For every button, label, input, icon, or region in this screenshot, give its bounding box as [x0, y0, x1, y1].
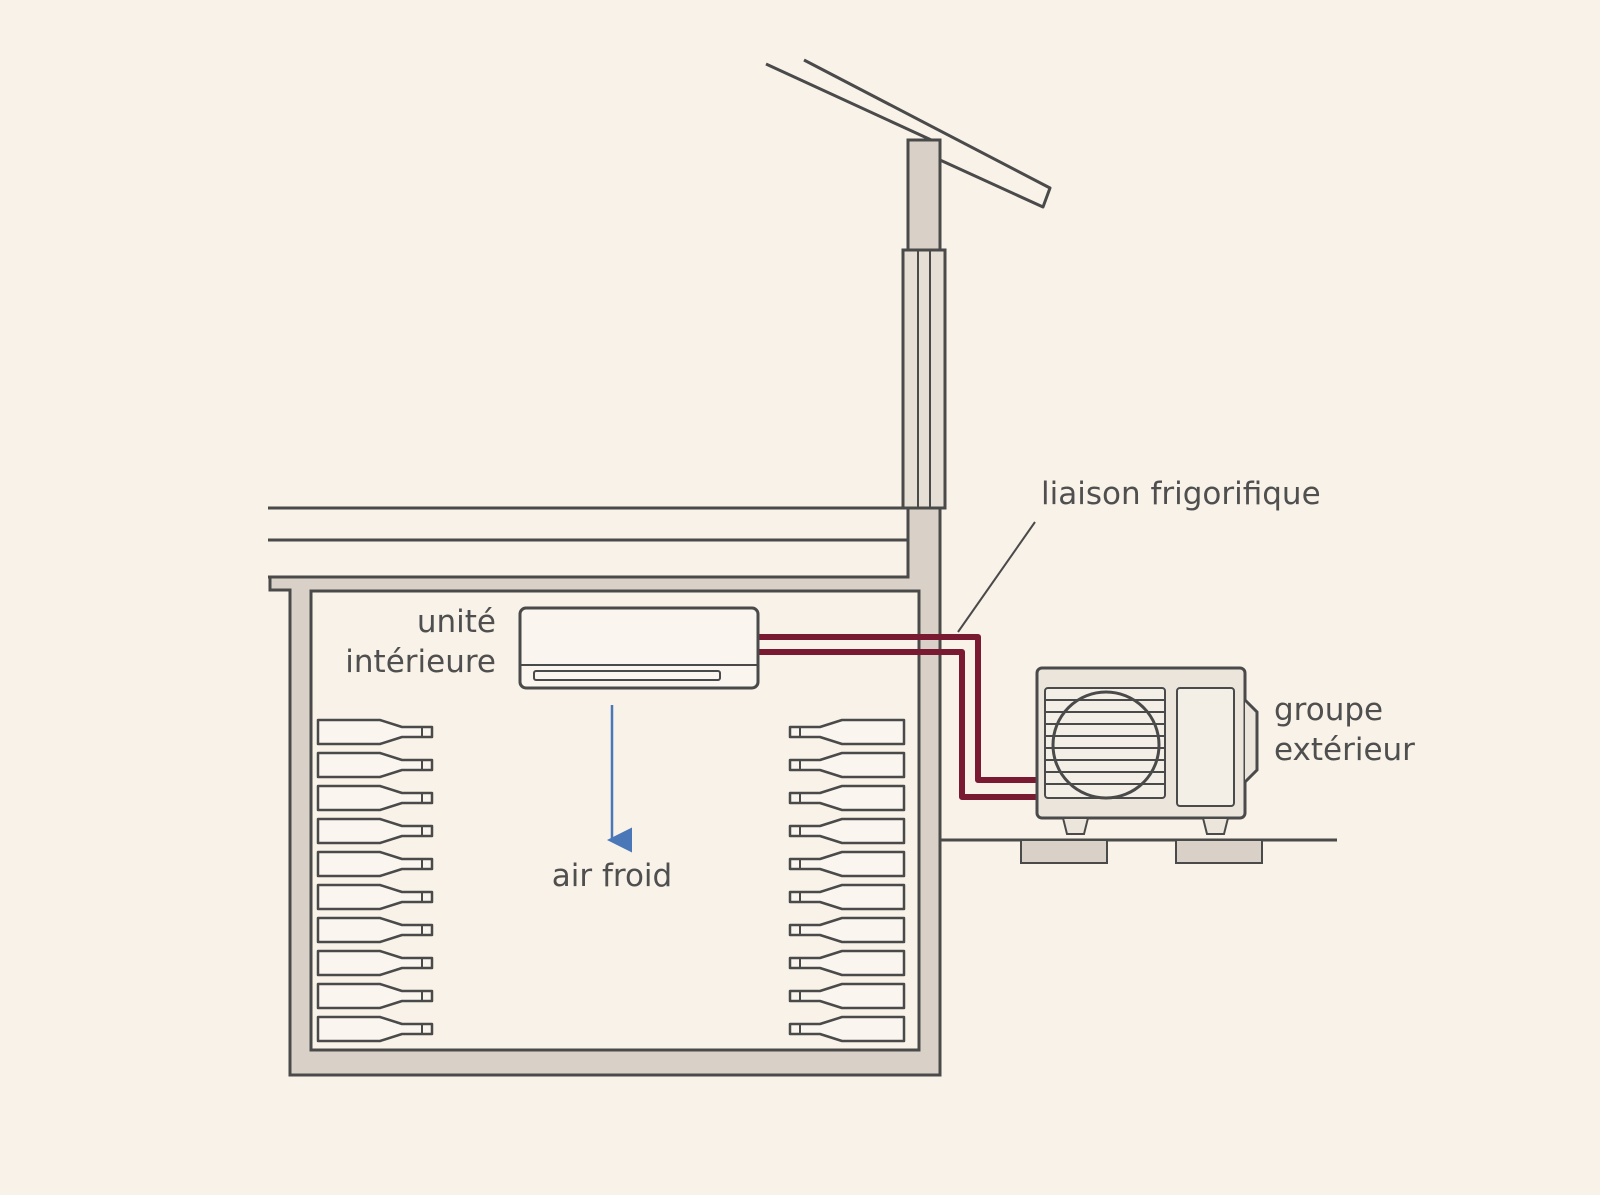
wine-bottle	[316, 949, 434, 977]
outdoor-unit-grille	[1045, 699, 1165, 785]
wine-bottle	[316, 883, 434, 911]
wine-bottle	[788, 982, 906, 1010]
outdoor-unit-label: groupe extérieur	[1274, 690, 1415, 770]
wine-bottle	[316, 850, 434, 878]
right-bottle-rack	[788, 718, 906, 1043]
wine-bottle	[788, 784, 906, 812]
cellar-walls	[268, 506, 942, 1077]
outdoor-unit-pad-left	[1020, 839, 1108, 864]
wine-bottle	[316, 1015, 434, 1043]
cold-air-label: air froid	[551, 858, 673, 894]
wine-bottle	[316, 817, 434, 845]
wine-bottle	[788, 850, 906, 878]
wine-bottle	[788, 916, 906, 944]
wine-bottle	[316, 718, 434, 746]
wine-bottle	[316, 982, 434, 1010]
wine-bottle	[316, 916, 434, 944]
outdoor-unit-fan	[1051, 690, 1161, 800]
wine-bottle	[788, 1015, 906, 1043]
outdoor-unit-panel	[1176, 687, 1235, 807]
outdoor-unit-label-line-2: extérieur	[1274, 732, 1415, 768]
indoor-unit	[518, 606, 760, 690]
indoor-unit-label: unité intérieure	[300, 602, 496, 682]
wine-bottle	[316, 751, 434, 779]
refrigerant-pipes	[757, 634, 1037, 800]
wine-bottle	[788, 949, 906, 977]
wine-bottle	[316, 784, 434, 812]
outdoor-unit-foot-right	[1201, 817, 1230, 835]
wine-bottle	[788, 817, 906, 845]
wine-bottle	[788, 883, 906, 911]
indoor-unit-label-line-2: intérieure	[345, 644, 496, 680]
refrigerant-link-leader	[957, 521, 1036, 633]
outdoor-unit-label-line-1: groupe	[1274, 692, 1384, 728]
indoor-unit-label-line-1: unité	[416, 604, 496, 640]
exterior-wall	[901, 138, 947, 517]
outdoor-unit-foot-left	[1061, 817, 1090, 835]
wine-bottle	[788, 751, 906, 779]
wine-bottle	[788, 718, 906, 746]
outdoor-unit-pad-right	[1175, 839, 1263, 864]
roof	[765, 58, 1052, 209]
refrigerant-link-label: liaison frigorifique	[1041, 476, 1321, 512]
floor-slab	[268, 506, 908, 579]
outdoor-unit	[1020, 666, 1263, 864]
left-bottle-rack	[316, 718, 434, 1043]
